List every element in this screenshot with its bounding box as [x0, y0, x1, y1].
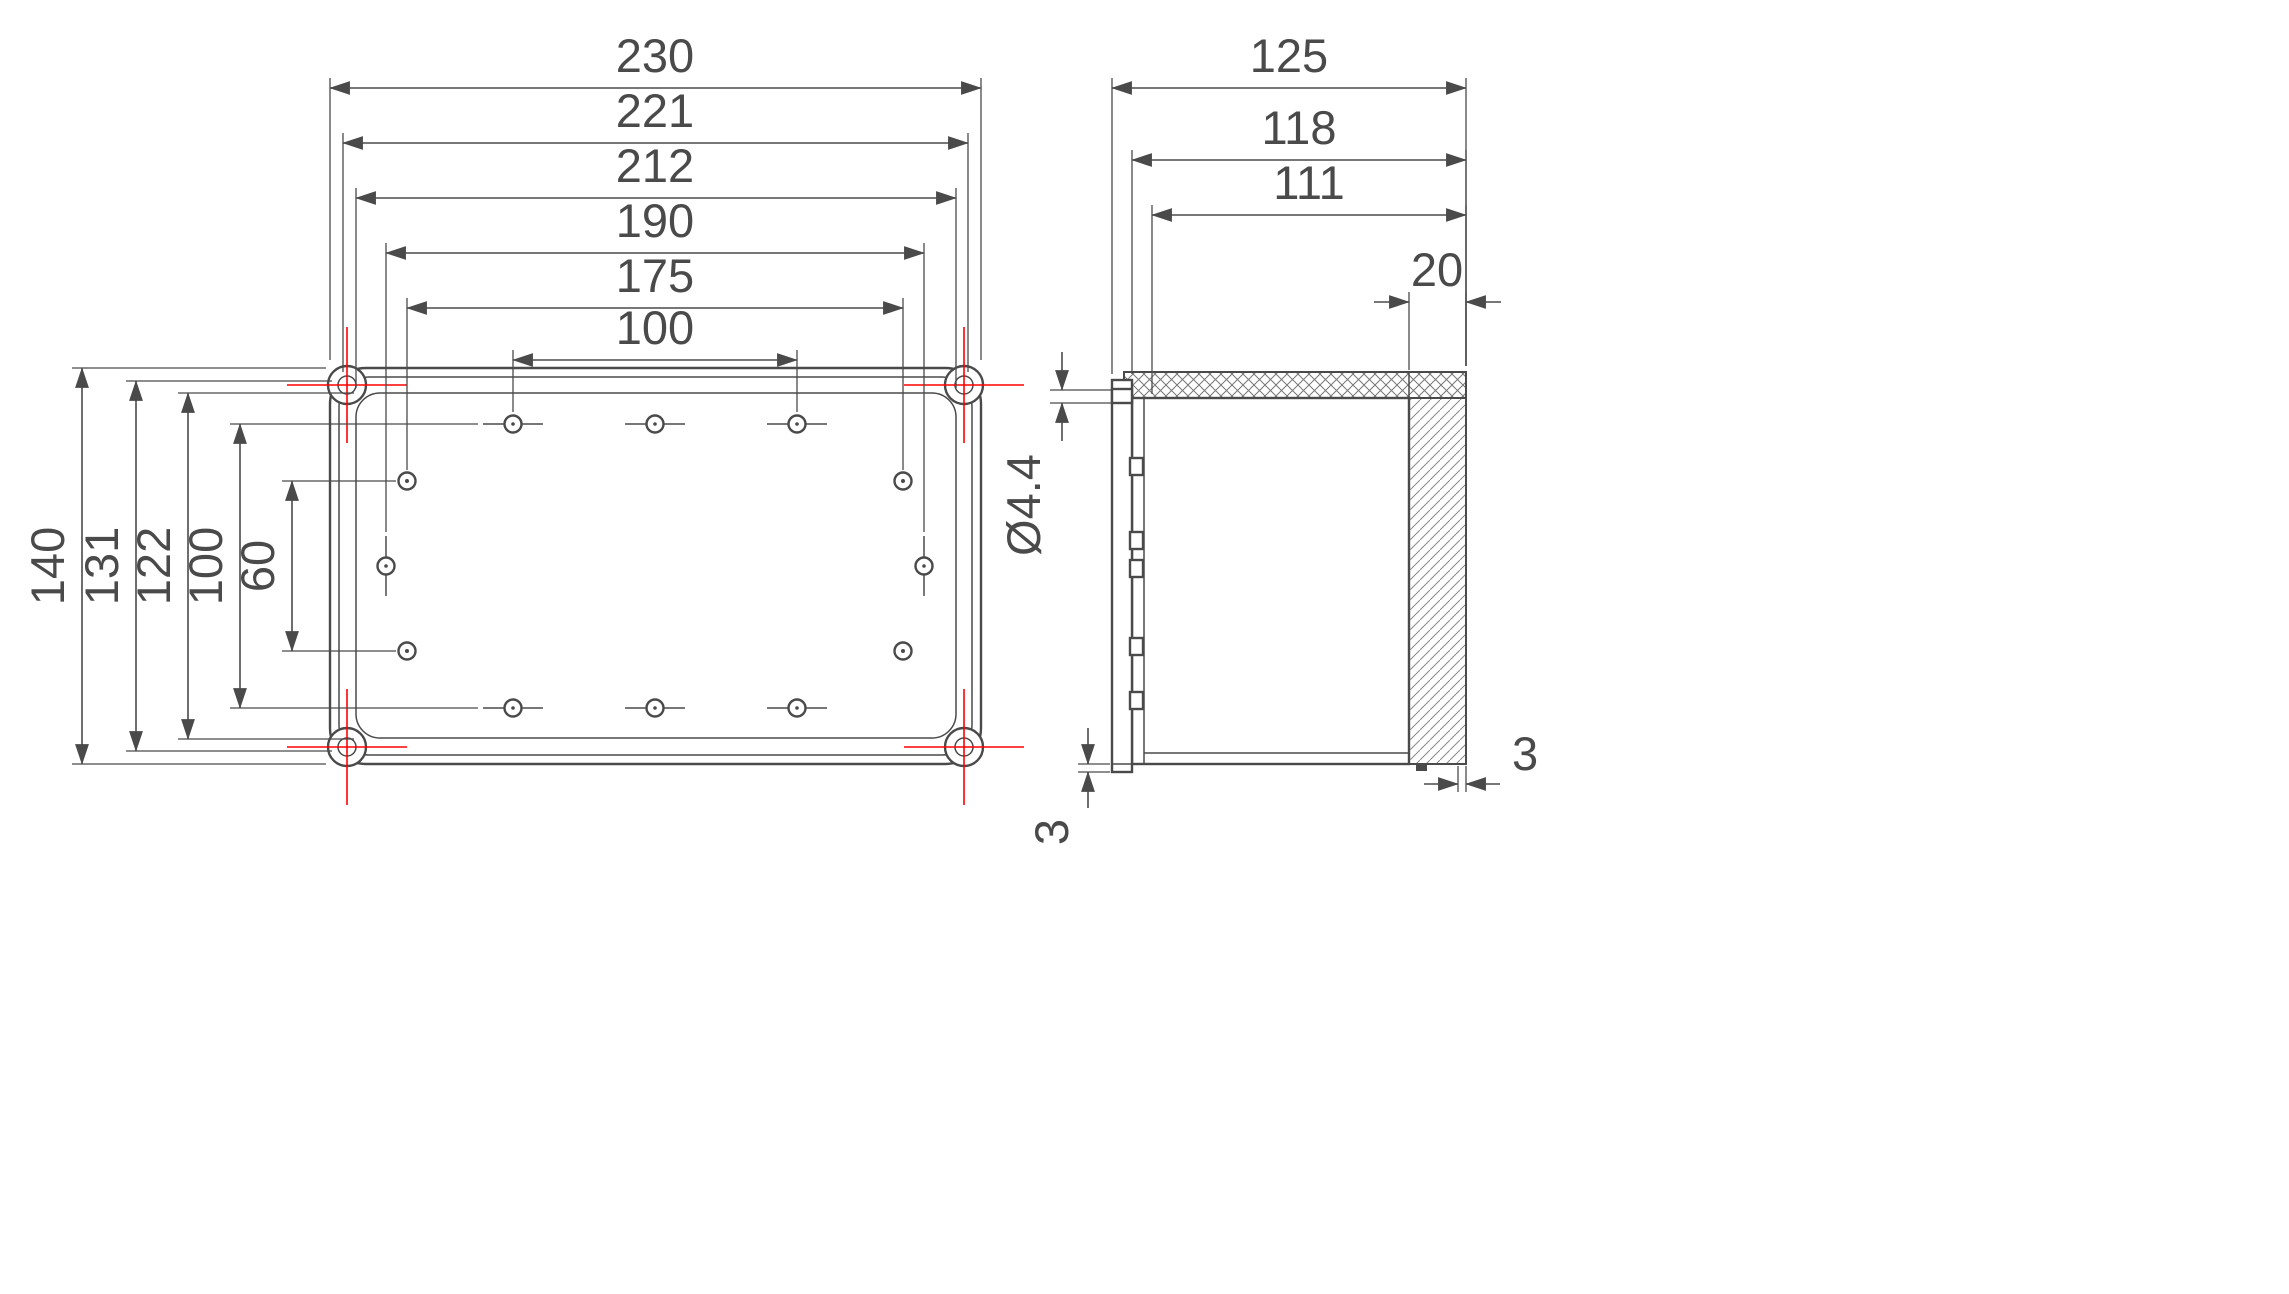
mounting-holes-bottom-row: [483, 698, 827, 718]
dim-plan-230: 230: [329, 29, 982, 360]
dim-label-side-lid-wall: 3: [1512, 727, 1538, 780]
dim-label-side-overall-width: 125: [1250, 29, 1328, 82]
dim-side-111: 111: [1151, 156, 1467, 394]
dim-plan-140: 140: [21, 367, 326, 765]
dim-label-side-inner-width: 111: [1273, 156, 1344, 209]
dim-label-plan-overall-width: 230: [616, 29, 694, 82]
dim-plan-100-vertical: 100: [179, 423, 478, 709]
side-lid-hatched: [1408, 397, 1467, 765]
dim-label-plan-pilot-rows-height: 60: [231, 540, 284, 592]
plan-inner-edge: [355, 392, 957, 739]
plan-outline: [328, 366, 983, 766]
dim-label-plan-center-holes-width: 100: [616, 301, 694, 354]
dim-label-side-hole-dia: Ø4.4: [997, 454, 1050, 556]
dim-label-side-lid-width: 20: [1411, 243, 1463, 296]
centerline-crosses: [287, 327, 1024, 805]
dim-label-plan-inner-width: 212: [616, 139, 694, 192]
side-top-flange-hatched: [1123, 371, 1467, 399]
dim-label-plan-hole-rows-height: 100: [179, 527, 232, 605]
side-flange-slot: [1110, 387, 1134, 405]
dim-label-plan-side-holes-width: 190: [616, 194, 694, 247]
dim-plan-190: 190: [385, 194, 925, 532]
dim-label-plan-screw-width: 221: [616, 84, 694, 137]
dim-label-plan-screw-height: 131: [75, 527, 128, 605]
dim-label-plan-overall-height: 140: [21, 527, 74, 605]
side-lid-foot: [1416, 764, 1427, 771]
plan-outer-edge: [328, 366, 983, 766]
side-flange-clips: [1128, 456, 1145, 711]
dim-side-20: 20: [1374, 243, 1501, 370]
mounting-holes-sides: [376, 536, 934, 596]
dim-plan-212: 212: [355, 139, 957, 388]
mounting-holes-top-row: [483, 414, 827, 434]
dim-side-hole-dia: Ø4.4: [997, 352, 1112, 556]
dim-side-lid-wall: 3: [1424, 727, 1538, 792]
dim-plan-175: 175: [406, 249, 904, 470]
plan-lip-edge: [338, 376, 973, 756]
dim-plan-100-horizontal: 100: [512, 301, 798, 412]
dim-label-side-body-width: 118: [1262, 101, 1337, 154]
dim-plan-60: 60: [231, 480, 396, 652]
dim-side-125: 125: [1111, 29, 1467, 374]
plan-view: 230 221 212 190 175 100: [21, 29, 1024, 805]
dim-side-flange-thickness: 3: [1025, 728, 1110, 845]
dim-plan-122: 122: [127, 392, 354, 740]
side-body: [1130, 396, 1411, 766]
dim-plan-221: 221: [342, 84, 969, 372]
dim-label-plan-pilot-width: 175: [616, 249, 694, 302]
dim-side-118: 118: [1131, 101, 1467, 374]
dim-label-plan-inner-height: 122: [127, 527, 180, 605]
dim-label-side-flange-thickness: 3: [1025, 819, 1078, 845]
side-view: 125 118 111 20 Ø4.4: [997, 29, 1538, 845]
dim-plan-131: 131: [75, 380, 332, 752]
side-outline: [1110, 371, 1467, 774]
pilot-holes: [397, 471, 913, 661]
